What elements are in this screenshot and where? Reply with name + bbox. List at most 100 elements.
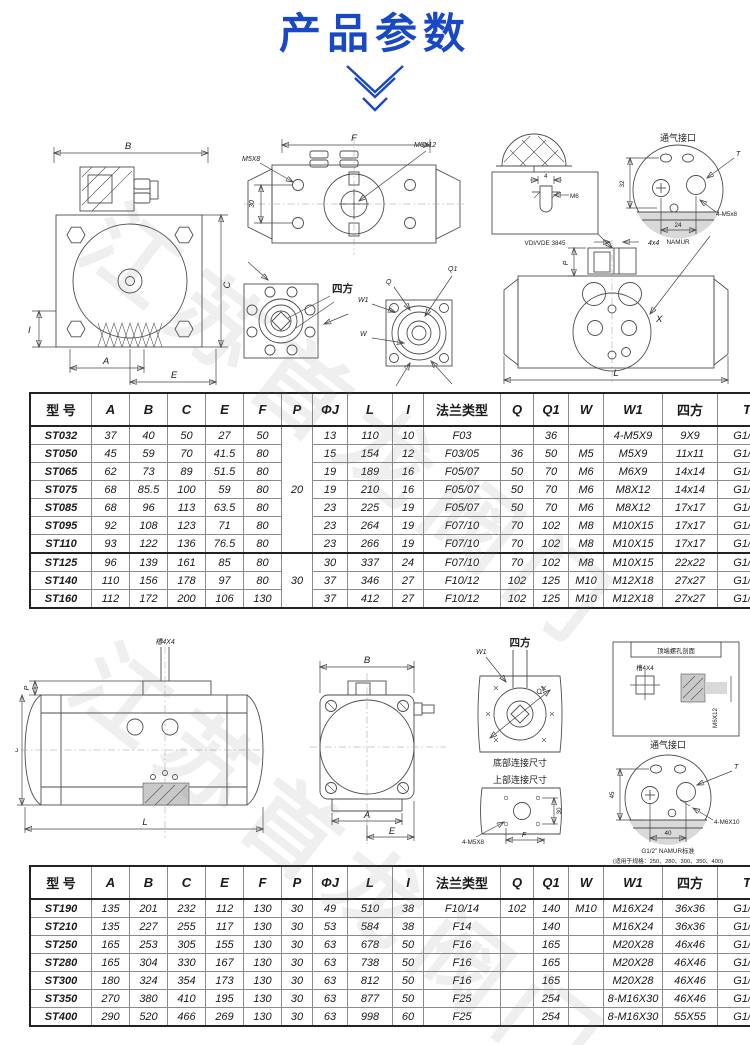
value-cell: G1/4”	[717, 917, 750, 936]
value-cell: M8X12	[603, 480, 663, 499]
value-cell: M12X18	[603, 589, 663, 609]
value-cell: 70	[533, 462, 569, 481]
value-cell: M16X24	[603, 917, 663, 936]
value-cell: M6	[568, 498, 604, 517]
side-view-drawing-large: 槽4X4 P C L	[15, 638, 267, 838]
col-header-15: 四方	[662, 392, 718, 427]
value-cell: 70	[500, 516, 534, 535]
value-cell: 520	[129, 1007, 168, 1027]
front-view-drawing-small: 4x4 P X L	[498, 235, 738, 384]
value-cell: 19	[392, 534, 424, 554]
side-view-dimensions: P C L	[15, 681, 263, 833]
value-cell: M8X12	[603, 498, 663, 517]
value-cell: 23	[312, 534, 348, 554]
dim-label-24: 24	[674, 222, 682, 229]
value-cell: 410	[167, 989, 206, 1008]
value-cell: 49	[312, 898, 348, 918]
label-4-m5x8: 4-M5x8	[716, 211, 737, 218]
value-cell: 200	[167, 589, 206, 609]
value-cell: 270	[91, 989, 130, 1008]
value-cell: G1/2”	[717, 971, 750, 990]
value-cell: 140	[533, 898, 569, 918]
value-cell: 130	[243, 589, 282, 609]
value-cell: 189	[347, 462, 393, 481]
value-cell: M6	[568, 462, 604, 481]
value-cell: 20	[281, 425, 313, 554]
top-hole-geometry: 顶端螺孔剖面 槽4X4 M6X12	[612, 641, 740, 737]
label-m5x8: M5X8	[242, 156, 260, 163]
value-cell	[568, 1007, 604, 1027]
value-cell: 97	[205, 571, 244, 590]
value-cell: 125	[533, 571, 569, 590]
col-header-1: A	[91, 392, 130, 427]
value-cell: G1/2”	[717, 935, 750, 954]
value-cell: 14x14	[662, 480, 718, 499]
value-cell: 24	[392, 552, 424, 572]
value-cell: 36	[533, 425, 569, 445]
col-header-6: P	[281, 392, 313, 427]
label-namur: NAMUR	[666, 239, 690, 246]
value-cell: 23	[312, 498, 348, 517]
dim-label-4x4: 4x4	[648, 240, 659, 247]
model-cell: ST190	[29, 898, 92, 918]
value-cell: 85.5	[129, 480, 168, 499]
value-cell: 50	[243, 425, 282, 445]
slot-label: 槽4X4	[155, 638, 175, 646]
label-t: T	[734, 764, 739, 771]
value-cell: 71	[205, 516, 244, 535]
dim-label-30: 30	[556, 807, 563, 815]
value-cell: 13	[312, 425, 348, 445]
value-cell: 346	[347, 571, 393, 590]
value-cell: 38	[392, 917, 424, 936]
value-cell: M6X9	[603, 462, 663, 481]
namur-applicability-note: (适用于规格：250、280、300、350、400)	[613, 857, 723, 865]
col-header-2: B	[129, 392, 168, 427]
value-cell: 50	[392, 971, 424, 990]
value-cell: 27x27	[662, 589, 718, 609]
dim-label-p: P	[563, 260, 570, 265]
value-cell: 254	[533, 989, 569, 1008]
value-cell: 30	[281, 935, 313, 954]
value-cell: 998	[347, 1007, 393, 1027]
col-header-11: Q	[500, 392, 534, 427]
col-header-15: 四方	[662, 865, 718, 900]
value-cell: 70	[500, 552, 534, 572]
model-cell: ST350	[29, 989, 92, 1008]
value-cell: 102	[500, 571, 534, 590]
value-cell: 80	[243, 444, 282, 463]
dim-label-f: F	[351, 133, 358, 144]
col-header-0: 型 号	[29, 865, 92, 900]
value-cell: 135	[91, 917, 130, 936]
value-cell: 102	[533, 516, 569, 535]
value-cell: 8-M16X30	[603, 1007, 663, 1027]
value-cell: 112	[91, 589, 130, 609]
value-cell: F07/10	[423, 552, 501, 572]
value-cell: 62	[91, 462, 130, 481]
value-cell: F03	[423, 425, 501, 445]
value-cell: 68	[91, 498, 130, 517]
value-cell: 80	[243, 480, 282, 499]
value-cell: 354	[167, 971, 206, 990]
value-cell: M10	[568, 571, 604, 590]
col-header-2: B	[129, 865, 168, 900]
value-cell: 130	[243, 989, 282, 1008]
col-header-13: W	[568, 392, 604, 427]
value-cell: M10	[568, 898, 604, 918]
value-cell: 63	[312, 1007, 348, 1027]
value-cell: 50	[167, 425, 206, 445]
value-cell: 36	[500, 444, 534, 463]
model-cell: ST160	[29, 589, 92, 609]
value-cell: 50	[392, 953, 424, 972]
spec-table-2: 型 号ABCEFPΦJLI法兰类型QQ1WW1四方T ST19013520123…	[29, 865, 750, 1027]
square-flange-geometry: 四方	[243, 261, 353, 359]
label-m6x12: M6X12	[414, 142, 436, 149]
front-view-dimensions: 4x4 P X L	[504, 235, 728, 384]
value-cell: 678	[347, 935, 393, 954]
col-header-1: A	[91, 865, 130, 900]
